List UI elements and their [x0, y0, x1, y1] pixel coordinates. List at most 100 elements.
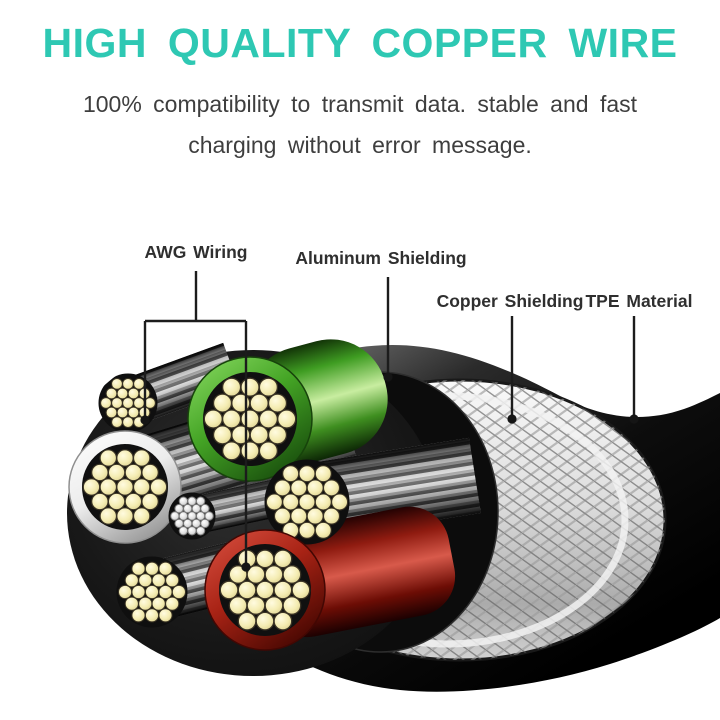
copper-strand	[255, 611, 275, 631]
copper-strand	[273, 611, 293, 631]
copper-strand	[116, 387, 129, 400]
copper-strand	[298, 521, 316, 539]
copper-strand	[298, 465, 316, 483]
copper-strand	[118, 584, 133, 600]
copper-strand	[200, 503, 210, 514]
leader-lines	[143, 271, 636, 566]
copper-strand	[138, 596, 153, 611]
copper-strand	[291, 580, 311, 600]
copper-strand	[228, 596, 248, 615]
wire-bundle-red-insulated-wire	[204, 529, 326, 651]
subtitle-line-1: 100% compatibility to transmit data. sta…	[82, 91, 638, 117]
callout-copper-shielding: Copper Shielding	[436, 291, 584, 311]
copper-strand	[203, 409, 223, 429]
copper-strand	[290, 479, 308, 497]
copper-strand	[99, 478, 118, 496]
copper-strand	[131, 584, 146, 600]
copper-strand	[165, 596, 180, 611]
copper-strand	[178, 526, 189, 536]
copper-strand	[91, 492, 109, 511]
copper-strand	[322, 479, 341, 497]
copper-strand	[116, 507, 134, 525]
copper-strand	[314, 493, 332, 511]
copper-strand	[144, 608, 160, 623]
copper-strand	[99, 449, 118, 467]
copper-strand	[141, 463, 159, 482]
copper-strand	[131, 561, 146, 576]
callout-aluminum-shielding: Aluminum Shielding	[295, 248, 467, 268]
copper-strand	[212, 393, 233, 413]
copper-strand	[282, 565, 302, 584]
copper-strand	[237, 580, 257, 600]
copper-strand	[219, 580, 239, 600]
copper-strand	[273, 580, 293, 600]
copper-strand	[240, 409, 260, 429]
copper-strand	[111, 397, 123, 409]
copper-strand	[131, 608, 146, 623]
callout-tpe-material: TPE Material	[585, 291, 693, 311]
copper-strand	[133, 397, 145, 409]
copper-strand	[107, 463, 126, 482]
copper-strand	[314, 465, 332, 483]
subtitle-line-2: charging without error message.	[188, 132, 532, 158]
copper-strand	[122, 416, 134, 429]
copper-strand	[267, 425, 288, 445]
copper-strand	[258, 377, 279, 397]
copper-strand	[144, 584, 160, 600]
copper-strand	[200, 518, 210, 529]
pointer-dots	[140, 372, 639, 572]
copper-strand	[195, 496, 206, 506]
copper-strand	[133, 378, 145, 390]
copper-strand	[107, 492, 126, 511]
wire-bundle-bare-bundle-top-left	[98, 373, 158, 433]
wire-bundles	[68, 339, 481, 651]
copper-strand	[124, 573, 139, 588]
copper-strand	[111, 378, 123, 390]
awg-wiring-pointer	[143, 271, 248, 566]
copper-strand	[138, 573, 153, 588]
copper-strand	[122, 378, 134, 390]
copper-strand	[82, 478, 101, 496]
copper-strand	[306, 507, 324, 525]
wire-bundle-bare-bundle-center-small	[168, 492, 216, 540]
copper-strand	[258, 441, 279, 461]
copper-strand	[111, 416, 123, 429]
copper-strand	[171, 584, 186, 600]
copper-strand	[221, 377, 242, 397]
page-subtitle: 100% compatibility to transmit data. sta…	[0, 84, 720, 166]
copper-strand	[165, 573, 180, 588]
copper-strand	[314, 521, 332, 539]
copper-strand	[151, 573, 166, 588]
copper-strand	[265, 493, 283, 511]
copper-strand	[116, 406, 129, 419]
copper-strand	[212, 425, 233, 445]
copper-strand	[132, 449, 151, 467]
copper-strand	[105, 406, 118, 419]
copper-strand	[144, 561, 160, 576]
copper-strand	[255, 580, 275, 600]
copper-strand	[158, 584, 173, 600]
copper-strand	[124, 492, 143, 511]
copper-strand	[124, 463, 143, 482]
copper-strand	[273, 479, 292, 497]
copper-strand	[240, 441, 260, 461]
page-title: HIGH QUALITY COPPER WIRE	[42, 20, 678, 66]
copper-strand	[290, 507, 308, 525]
copper-strand	[144, 397, 156, 409]
copper-strand	[331, 493, 349, 511]
copper-strand	[99, 507, 118, 525]
copper-strand	[267, 393, 288, 413]
copper-strand	[249, 425, 269, 445]
copper-strand	[264, 596, 284, 615]
copper-strand	[195, 526, 206, 536]
copper-strand	[187, 526, 197, 536]
copper-strand	[282, 493, 300, 511]
copper-strand	[127, 406, 140, 419]
copper-strand	[306, 479, 324, 497]
copper-strand	[124, 596, 139, 611]
copper-strand	[116, 449, 134, 467]
wire-bundle-bare-bundle-bottom-left	[116, 556, 188, 628]
wire-bundle-bare-bundle-right	[264, 459, 350, 545]
copper-strand	[221, 409, 242, 429]
